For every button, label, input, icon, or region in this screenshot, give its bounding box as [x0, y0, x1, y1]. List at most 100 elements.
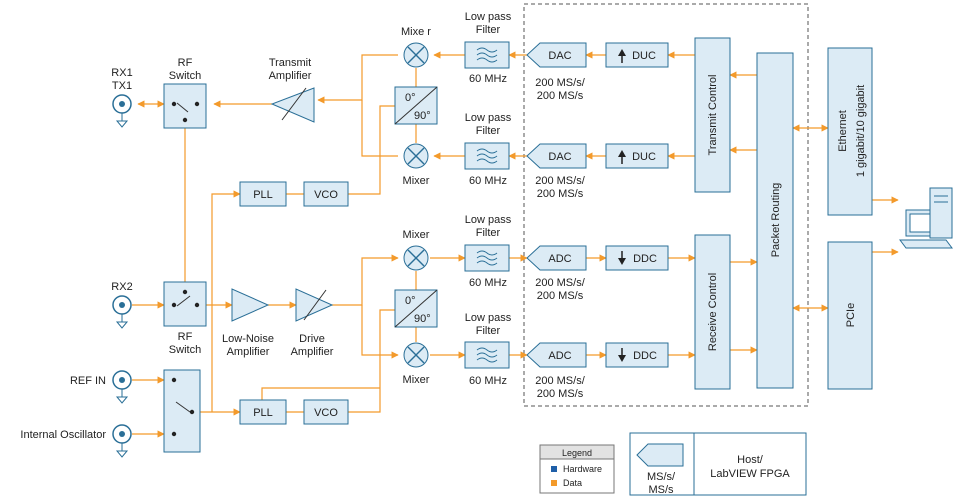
svg-text:RX1: RX1	[111, 67, 132, 79]
low-noise-amplifier: Low-Noise Amplifier	[222, 288, 274, 358]
adc-bottom: ADC 200 MS/s/ 200 MS/s	[526, 342, 587, 400]
adc-top: ADC 200 MS/s/ 200 MS/s	[526, 245, 587, 302]
ddc-top: DDC	[605, 245, 669, 271]
svg-text:200 MS/s/: 200 MS/s/	[535, 375, 585, 387]
svg-text:Mixer: Mixer	[403, 229, 430, 241]
svg-text:Low pass: Low pass	[465, 214, 512, 226]
svg-text:Ethernet: Ethernet	[837, 110, 849, 152]
svg-text:60 MHz: 60 MHz	[469, 175, 507, 187]
svg-text:1 gigabit/10 gigabit: 1 gigabit/10 gigabit	[855, 85, 867, 177]
svg-text:RF: RF	[178, 331, 193, 343]
svg-text:MS/s/: MS/s/	[647, 471, 676, 483]
vco-bottom: VCO	[303, 399, 349, 425]
duc-top: DUC	[605, 42, 669, 68]
svg-text:60 MHz: 60 MHz	[469, 375, 507, 387]
ref-in-port: REF IN	[70, 370, 132, 404]
svg-text:90°: 90°	[414, 313, 431, 325]
svg-text:Hardware: Hardware	[563, 464, 602, 474]
svg-text:Amplifier: Amplifier	[291, 346, 334, 358]
svg-text:PLL: PLL	[253, 189, 273, 201]
svg-text:0°: 0°	[405, 295, 416, 307]
rx1-tx1-port: RX1 TX1	[111, 67, 133, 128]
svg-text:DDC: DDC	[633, 350, 657, 362]
vco-top: VCO	[303, 181, 349, 207]
svg-text:Internal Oscillator: Internal Oscillator	[20, 429, 106, 441]
svg-text:ADC: ADC	[548, 350, 571, 362]
svg-text:Low pass: Low pass	[465, 112, 512, 124]
svg-text:DAC: DAC	[548, 50, 571, 62]
mixer-rx-q: Mixer	[403, 342, 430, 386]
svg-text:MS/s: MS/s	[648, 484, 674, 496]
svg-text:VCO: VCO	[314, 407, 338, 419]
svg-text:90°: 90°	[414, 110, 431, 122]
phase-shifter-rx: 0° 90°	[394, 289, 438, 328]
svg-text:60 MHz: 60 MHz	[469, 73, 507, 85]
svg-text:200 MS/s: 200 MS/s	[537, 290, 584, 302]
data-wires	[132, 51, 899, 438]
svg-text:Amplifier: Amplifier	[269, 70, 312, 82]
svg-text:200 MS/s: 200 MS/s	[537, 188, 584, 200]
mixer-tx-i: Mixe r	[401, 26, 431, 68]
svg-text:Drive: Drive	[299, 333, 325, 345]
svg-text:Packet Routing: Packet Routing	[770, 183, 782, 258]
dac-top: DAC 200 MS/s/ 200 MS/s	[526, 42, 587, 102]
svg-text:Switch: Switch	[169, 344, 201, 356]
svg-text:200 MS/s: 200 MS/s	[537, 388, 584, 400]
svg-text:Mixer: Mixer	[403, 374, 430, 386]
lowpass-filter-tx-i: Low pass Filter 60 MHz	[464, 11, 512, 85]
svg-text:TX1: TX1	[112, 80, 132, 92]
reference-switch	[163, 369, 201, 453]
svg-text:LabVIEW FPGA: LabVIEW FPGA	[710, 468, 790, 480]
lowpass-filter-tx-q: Low pass Filter 60 MHz	[464, 112, 512, 187]
svg-text:DUC: DUC	[632, 50, 656, 62]
svg-text:Receive Control: Receive Control	[707, 273, 719, 351]
fpga-region	[523, 3, 809, 407]
svg-text:DAC: DAC	[548, 151, 571, 163]
mixer-rx-i: Mixer	[403, 229, 430, 271]
duc-bottom: DUC	[605, 143, 669, 169]
svg-text:PLL: PLL	[253, 407, 273, 419]
svg-text:200 MS/s/: 200 MS/s/	[535, 277, 585, 289]
svg-text:60 MHz: 60 MHz	[469, 277, 507, 289]
transmit-amplifier: Transmit Amplifier	[269, 57, 315, 123]
ddc-bottom: DDC	[605, 342, 669, 368]
svg-text:RX2: RX2	[111, 281, 132, 293]
svg-text:Amplifier: Amplifier	[227, 346, 270, 358]
svg-text:VCO: VCO	[314, 189, 338, 201]
svg-text:PCIe: PCIe	[845, 303, 857, 327]
mixer-tx-q: Mixer	[403, 143, 430, 187]
receive-control-block: Receive Control	[694, 234, 731, 390]
lowpass-filter-rx-q: Low pass Filter 60 MHz	[464, 312, 512, 387]
rf-switch-bottom: RF Switch	[163, 281, 207, 356]
svg-text:Mixe r: Mixe r	[401, 26, 431, 38]
lowpass-filter-rx-i: Low pass Filter 60 MHz	[464, 214, 512, 289]
svg-text:Switch: Switch	[169, 70, 201, 82]
svg-text:REF IN: REF IN	[70, 375, 106, 387]
svg-text:Low pass: Low pass	[465, 11, 512, 23]
host-computer-icon	[899, 187, 953, 249]
svg-text:Low pass: Low pass	[465, 312, 512, 324]
rx2-port: RX2	[111, 281, 133, 329]
pll-top: PLL	[239, 181, 287, 207]
svg-text:Filter: Filter	[476, 227, 501, 239]
svg-text:DDC: DDC	[633, 253, 657, 265]
svg-text:200 MS/s/: 200 MS/s/	[535, 175, 585, 187]
packet-routing-block: Packet Routing	[756, 52, 794, 389]
transmit-control-block: Transmit Control	[694, 37, 731, 193]
data-swatch	[551, 480, 557, 486]
rf-switch-top: RF Switch	[163, 57, 207, 129]
internal-oscillator-port: Internal Oscillator	[20, 424, 132, 458]
svg-text:Mixer: Mixer	[403, 175, 430, 187]
pcie-block: PCIe	[827, 241, 873, 390]
svg-text:Filter: Filter	[476, 24, 501, 36]
drive-amplifier: Drive Amplifier	[291, 288, 334, 358]
svg-text:0°: 0°	[405, 92, 416, 104]
phase-shifter-tx: 0° 90°	[394, 86, 438, 125]
ethernet-block: Ethernet 1 gigabit/10 gigabit	[827, 47, 873, 216]
legend: Legend Hardware Data	[539, 444, 615, 494]
svg-text:Host/: Host/	[737, 454, 764, 466]
svg-text:Low-Noise: Low-Noise	[222, 333, 274, 345]
svg-text:Filter: Filter	[476, 125, 501, 137]
